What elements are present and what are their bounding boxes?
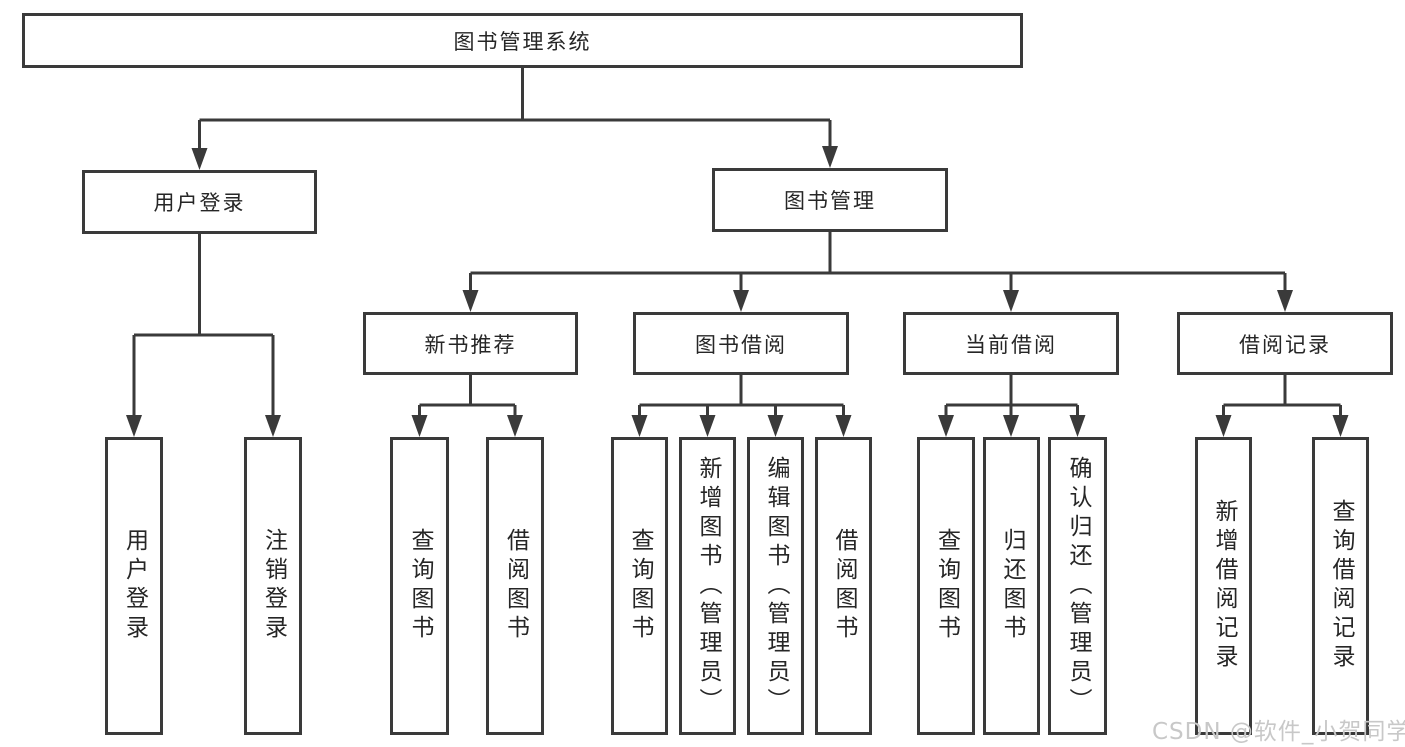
node-current-borrow: 当前借阅: [903, 312, 1119, 375]
arrowhead: [126, 415, 142, 437]
edge-current-borrow-to-children: [938, 375, 1086, 437]
edge-new-book-recommend-to-children: [411, 375, 523, 437]
node-book-borrow: 图书借阅: [633, 312, 849, 375]
leaf-cb-query-books-label: 查询图书: [933, 528, 960, 644]
node-new-book-recommend: 新书推荐: [363, 312, 578, 375]
node-user-login: 用户登录: [82, 170, 317, 234]
leaf-nbr-borrow-books-label: 借阅图书: [502, 528, 529, 644]
arrowhead: [1277, 290, 1293, 312]
leaf-cb-return-books: 归还图书: [983, 437, 1040, 735]
leaf-br-query-record-label: 查询借阅记录: [1328, 499, 1354, 673]
node-root: 图书管理系统: [22, 13, 1023, 68]
leaf-bb-edit-book-admin-label: 编辑图书（管理员）: [763, 455, 789, 717]
leaf-nbr-query-books-label: 查询图书: [407, 528, 433, 644]
arrowhead: [1003, 415, 1019, 437]
arrowhead: [265, 415, 281, 437]
node-book-management: 图书管理: [712, 168, 948, 232]
arrowhead: [938, 415, 954, 437]
arrowhead: [699, 415, 716, 437]
leaf-user-login: 用户登录: [105, 437, 163, 735]
leaf-bb-borrow-books: 借阅图书: [815, 437, 872, 735]
node-book-management-label: 图书管理: [784, 189, 876, 213]
leaf-bb-borrow-books-label: 借阅图书: [831, 528, 857, 644]
node-current-borrow-label: 当前借阅: [965, 332, 1057, 357]
leaf-bb-query-books: 查询图书: [611, 437, 668, 735]
node-user-login-label: 用户登录: [153, 191, 246, 215]
leaf-nbr-query-books: 查询图书: [390, 437, 449, 735]
edge-book-borrow-to-children: [631, 375, 852, 437]
node-book-borrow-label: 图书借阅: [695, 332, 787, 357]
node-borrow-records-label: 借阅记录: [1239, 332, 1331, 357]
leaf-cb-query-books: 查询图书: [917, 437, 975, 735]
leaf-bb-add-book-admin-label: 新增图书（管理员）: [695, 455, 721, 717]
leaf-bb-edit-book-admin: 编辑图书（管理员）: [747, 437, 804, 735]
leaf-user-login-label: 用户登录: [121, 528, 148, 644]
leaf-logout-label: 注销登录: [260, 528, 287, 644]
leaf-cb-return-books-label: 归还图书: [999, 528, 1025, 644]
leaf-br-query-record: 查询借阅记录: [1312, 437, 1369, 735]
arrowhead: [411, 415, 428, 437]
leaf-br-add-record-label: 新增借阅记录: [1211, 499, 1237, 673]
arrowhead: [1069, 415, 1086, 437]
node-borrow-records: 借阅记录: [1177, 312, 1393, 375]
leaf-bb-add-book-admin: 新增图书（管理员）: [679, 437, 736, 735]
leaf-br-add-record: 新增借阅记录: [1195, 437, 1252, 735]
arrowhead: [507, 415, 523, 437]
edge-book-management-to-modules: [462, 232, 1293, 312]
arrowhead: [767, 415, 784, 437]
arrowhead: [733, 290, 749, 312]
arrowhead: [822, 146, 838, 168]
arrowhead: [1003, 290, 1019, 312]
leaf-cb-confirm-return-admin: 确认归还（管理员）: [1048, 437, 1107, 735]
arrowhead: [835, 415, 852, 437]
leaf-logout: 注销登录: [244, 437, 302, 735]
edge-borrow-records-to-children: [1215, 375, 1349, 437]
csdn-watermark: CSDN @软件_小贺同学: [1152, 719, 1405, 745]
leaf-bb-query-books-label: 查询图书: [627, 528, 653, 644]
node-new-book-recommend-label: 新书推荐: [424, 332, 517, 357]
arrowhead: [1215, 415, 1232, 437]
edge-user-login-to-children: [126, 234, 281, 437]
leaf-cb-confirm-return-admin-label: 确认归还（管理员）: [1065, 455, 1091, 717]
node-root-label: 图书管理系统: [453, 29, 592, 54]
arrowhead: [631, 415, 648, 437]
leaf-nbr-borrow-books: 借阅图书: [486, 437, 544, 735]
arrowhead: [191, 148, 208, 170]
arrowhead: [462, 290, 479, 312]
edge-root-to-level2: [191, 68, 838, 170]
arrowhead: [1332, 415, 1349, 437]
